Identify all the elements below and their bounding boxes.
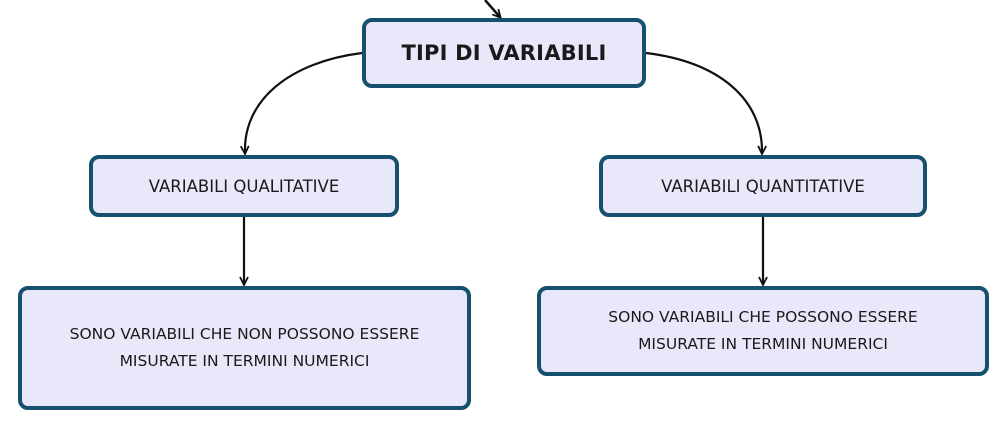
quantitative-description-line-1: SONO VARIABILI CHE POSSONO ESSERE (608, 308, 918, 326)
quantitative-description-line-2: MISURATE IN TERMINI NUMERICI (638, 335, 888, 353)
qualitative-description-node[interactable]: SONO VARIABILI CHE NON POSSONO ESSERE MI… (18, 286, 471, 410)
qualitative-variables-label: VARIABILI QUALITATIVE (148, 176, 340, 196)
qualitative-variables-node[interactable]: VARIABILI QUALITATIVE (89, 155, 399, 217)
root-node-label: TIPI DI VARIABILI (401, 41, 607, 65)
root-node[interactable]: TIPI DI VARIABILI (362, 18, 646, 88)
quantitative-variables-node[interactable]: VARIABILI QUANTITATIVE (599, 155, 927, 217)
quantitative-description-node[interactable]: SONO VARIABILI CHE POSSONO ESSERE MISURA… (537, 286, 989, 376)
qualitative-description-line-2: MISURATE IN TERMINI NUMERICI (119, 352, 370, 370)
connector-root-to-quantitative (645, 51, 762, 153)
qualitative-description-line-1: SONO VARIABILI CHE NON POSSONO ESSERE (69, 325, 420, 343)
quantitative-variables-label: VARIABILI QUANTITATIVE (661, 176, 865, 196)
incoming-connector (484, 0, 500, 17)
quantitative-description-text: SONO VARIABILI CHE POSSONO ESSERE MISURA… (608, 304, 917, 358)
qualitative-description-text: SONO VARIABILI CHE NON POSSONO ESSERE MI… (70, 321, 420, 375)
connector-root-to-qualitative (245, 51, 363, 153)
